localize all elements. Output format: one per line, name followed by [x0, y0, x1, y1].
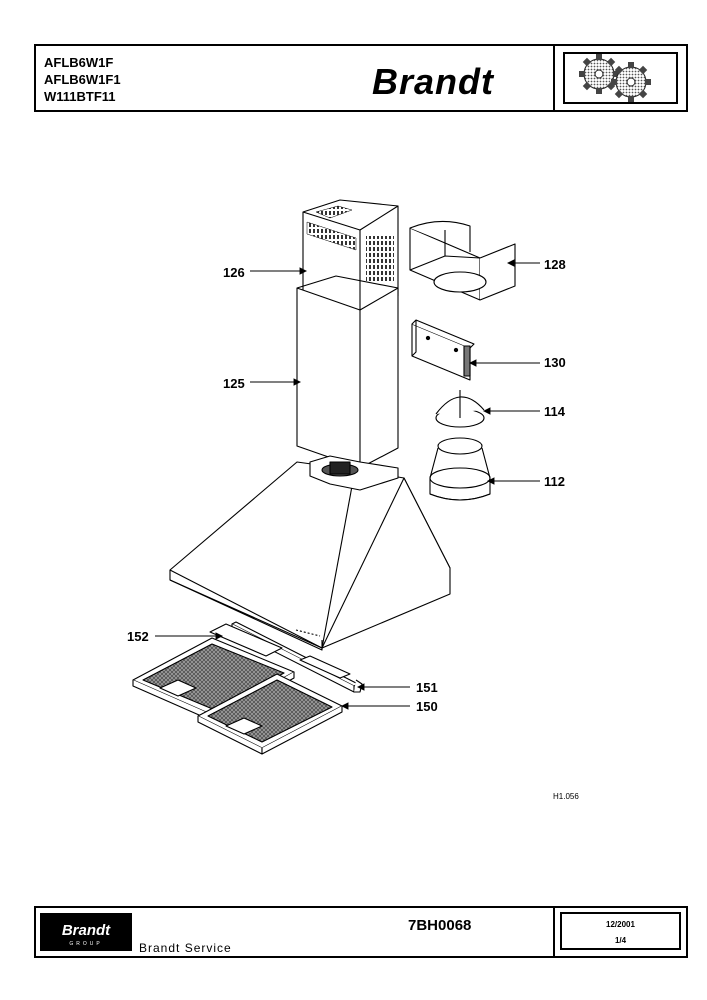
brandt-group-logo: Brandt GROUP	[40, 913, 132, 951]
model-code: W111BTF11	[44, 89, 116, 104]
model-list: AFLB6W1F AFLB6W1F1 W111BTF11	[44, 54, 121, 105]
ref-114: 114	[544, 404, 565, 419]
gear-emblem-box	[553, 46, 686, 110]
gear-emblem-frame	[563, 52, 678, 104]
service-label: Brandt Service	[139, 941, 232, 955]
grease-filter-right	[197, 673, 343, 755]
svg-text:GROUP: GROUP	[69, 941, 102, 947]
ref-150: 150	[416, 699, 438, 714]
ref-152: 152	[127, 629, 149, 644]
ref-112: 112	[544, 474, 565, 489]
mounting-bracket	[411, 319, 475, 381]
model-code: AFLB6W1F1	[44, 72, 121, 87]
svg-text:Brandt: Brandt	[372, 61, 495, 102]
brandt-logo: Brandt	[372, 61, 495, 102]
ref-130: 130	[544, 355, 566, 370]
model-code: AFLB6W1F	[44, 55, 114, 70]
issue-date: 12/2001	[606, 920, 635, 929]
ref-151: 151	[416, 680, 438, 695]
air-deflector	[409, 220, 516, 301]
exploded-drawing	[132, 199, 540, 755]
exploded-view: 126 125 128 130 114 112 152 151 150 H1.0…	[0, 120, 707, 810]
gears-icon	[579, 54, 651, 102]
page-number: 1/4	[614, 936, 627, 945]
filter-support	[209, 623, 351, 679]
lower-chimney	[296, 275, 399, 469]
title-block: AFLB6W1F AFLB6W1F1 W111BTF11 Brandt	[34, 44, 688, 112]
hood-body	[169, 455, 451, 651]
document-number: 7BH0068	[408, 917, 472, 934]
duct-adaptor	[429, 437, 491, 501]
svg-text:Brandt: Brandt	[62, 922, 111, 939]
drawing-code: H1.056	[553, 792, 579, 801]
date-box: 12/2001 1/4	[553, 908, 686, 956]
footer-block: Brandt GROUP Brandt Service 7BH0068 12/2…	[34, 906, 688, 958]
date-frame: 12/2001 1/4	[560, 912, 681, 950]
non-return-valve	[435, 390, 485, 428]
ref-125: 125	[223, 376, 245, 391]
ref-128: 128	[544, 257, 566, 272]
ref-126: 126	[223, 265, 245, 280]
